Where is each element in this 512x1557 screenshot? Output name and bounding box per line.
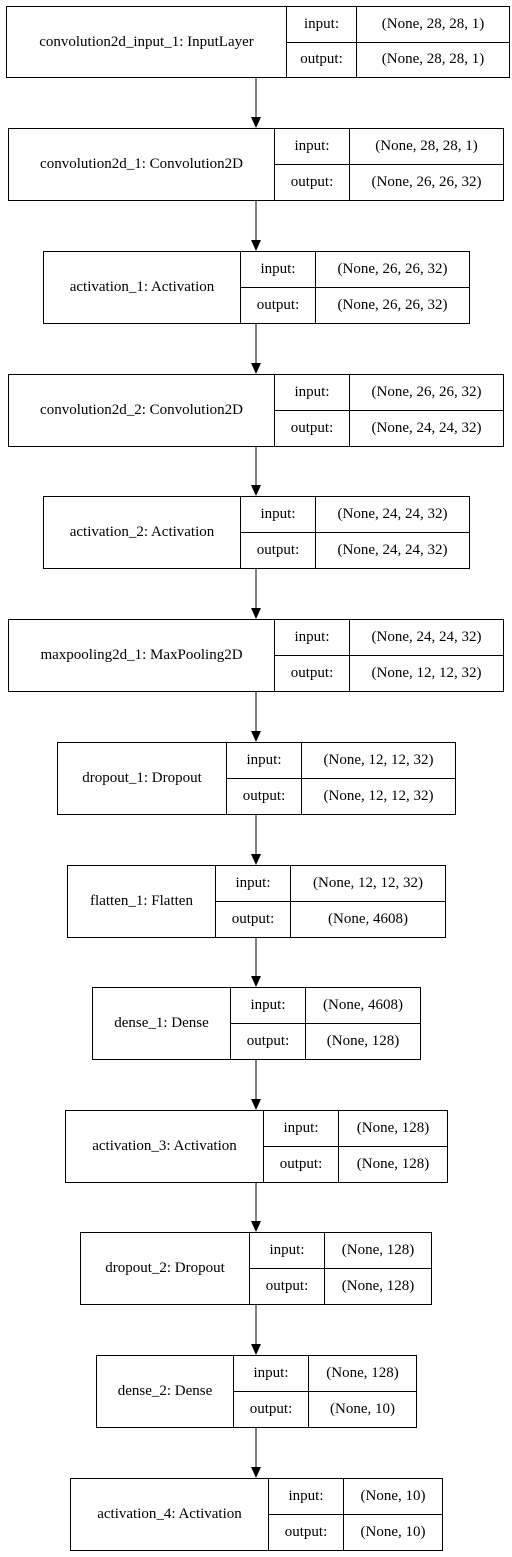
layer-name: activation_1: Activation <box>44 252 241 323</box>
layer-node-dense1: dense_1: Dense input: output: (None, 4608… <box>92 987 421 1060</box>
input-label: input: <box>264 1111 338 1147</box>
layer-node-input: convolution2d_input_1: InputLayer input:… <box>6 6 510 78</box>
layer-name: dense_1: Dense <box>93 988 231 1059</box>
output-shape: (None, 26, 26, 32) <box>337 297 448 313</box>
layer-node-flatten1: flatten_1: Flatten input: output: (None, … <box>67 865 446 938</box>
output-shape: (None, 128) <box>356 1156 430 1172</box>
layer-name: flatten_1: Flatten <box>68 866 216 937</box>
layer-name: convolution2d_input_1: InputLayer <box>7 7 287 77</box>
output-label: output: <box>256 297 300 313</box>
input-label: input: <box>275 620 349 656</box>
output-label: output: <box>265 1278 309 1294</box>
output-shape: (None, 24, 24, 32) <box>337 542 448 558</box>
input-shape: (None, 12, 12, 32) <box>291 866 445 902</box>
input-shape: (None, 128) <box>309 1356 416 1392</box>
input-label: input: <box>269 1479 343 1515</box>
layer-node-activation4: activation_4: Activation input: output: (… <box>70 1478 443 1551</box>
input-shape: (None, 4608) <box>306 988 420 1024</box>
output-label: output: <box>231 911 275 927</box>
input-label: input: <box>275 375 349 411</box>
input-label: input: <box>216 866 290 902</box>
edge-arrowhead <box>251 485 261 496</box>
input-label: input: <box>241 497 315 533</box>
input-shape: (None, 10) <box>344 1479 442 1515</box>
input-label: input: <box>250 1233 324 1269</box>
input-shape: (None, 12, 12, 32) <box>302 743 455 779</box>
edge-arrowhead <box>251 1221 261 1232</box>
input-shape: (None, 28, 28, 1) <box>357 7 509 43</box>
input-label: input: <box>227 743 301 779</box>
input-label: input: <box>231 988 305 1024</box>
layer-node-dropout1: dropout_1: Dropout input: output: (None, … <box>57 742 456 815</box>
output-shape: (None, 12, 12, 32) <box>371 665 482 681</box>
layer-name: dropout_1: Dropout <box>58 743 227 814</box>
output-shape: (None, 12, 12, 32) <box>323 788 434 804</box>
output-label: output: <box>242 788 286 804</box>
output-shape: (None, 28, 28, 1) <box>381 51 485 68</box>
layer-name: dropout_2: Dropout <box>81 1233 250 1304</box>
output-label: output: <box>284 1524 328 1540</box>
layer-name: activation_4: Activation <box>71 1479 269 1550</box>
edge-arrowhead <box>251 240 261 251</box>
layer-node-activation1: activation_1: Activation input: output: (… <box>43 251 470 324</box>
output-label: output: <box>246 1033 290 1049</box>
input-shape: (None, 26, 26, 32) <box>350 375 503 411</box>
output-label: output: <box>279 1156 323 1172</box>
edge-arrowhead <box>251 976 261 987</box>
input-label: input: <box>275 129 349 165</box>
edge-arrowhead <box>251 1099 261 1110</box>
output-shape: (None, 128) <box>341 1278 415 1294</box>
layer-node-dense2: dense_2: Dense input: output: (None, 128)… <box>96 1355 417 1428</box>
input-label: input: <box>287 7 356 43</box>
output-label: output: <box>290 420 334 436</box>
layer-node-dropout2: dropout_2: Dropout input: output: (None, … <box>80 1232 432 1305</box>
layer-name: convolution2d_1: Convolution2D <box>9 129 275 200</box>
layer-name: activation_3: Activation <box>66 1111 264 1182</box>
output-shape: (None, 10) <box>330 1401 395 1417</box>
edge-arrowhead <box>251 363 261 374</box>
output-label: output: <box>300 51 343 68</box>
input-label: input: <box>234 1356 308 1392</box>
input-shape: (None, 128) <box>339 1111 447 1147</box>
output-shape: (None, 128) <box>326 1033 400 1049</box>
input-label: input: <box>241 252 315 288</box>
edge-arrowhead <box>251 1344 261 1355</box>
output-shape: (None, 10) <box>360 1524 426 1540</box>
output-label: output: <box>290 174 334 190</box>
layer-name: activation_2: Activation <box>44 497 241 568</box>
layer-node-activation2: activation_2: Activation input: output: (… <box>43 496 470 569</box>
edge-arrowhead <box>251 1467 261 1478</box>
layer-name: dense_2: Dense <box>97 1356 234 1427</box>
output-label: output: <box>256 542 300 558</box>
input-shape: (None, 24, 24, 32) <box>350 620 503 656</box>
input-shape: (None, 28, 28, 1) <box>350 129 503 165</box>
output-shape: (None, 26, 26, 32) <box>371 174 482 190</box>
layer-node-conv2: convolution2d_2: Convolution2D input: out… <box>8 374 504 447</box>
output-shape: (None, 4608) <box>328 911 408 927</box>
output-shape: (None, 24, 24, 32) <box>371 420 482 436</box>
output-label: output: <box>290 665 334 681</box>
layer-name: maxpooling2d_1: MaxPooling2D <box>9 620 275 691</box>
input-shape: (None, 26, 26, 32) <box>316 252 469 288</box>
edge-arrowhead <box>251 117 261 128</box>
layer-node-activation3: activation_3: Activation input: output: (… <box>65 1110 448 1183</box>
layer-name: convolution2d_2: Convolution2D <box>9 375 275 446</box>
layer-node-maxpool1: maxpooling2d_1: MaxPooling2D input: outpu… <box>8 619 504 692</box>
input-shape: (None, 128) <box>325 1233 431 1269</box>
edge-arrowhead <box>251 608 261 619</box>
output-label: output: <box>249 1401 293 1417</box>
layer-node-conv1: convolution2d_1: Convolution2D input: out… <box>8 128 504 201</box>
edge-arrowhead <box>251 731 261 742</box>
input-shape: (None, 24, 24, 32) <box>316 497 469 533</box>
edge-arrowhead <box>251 854 261 865</box>
